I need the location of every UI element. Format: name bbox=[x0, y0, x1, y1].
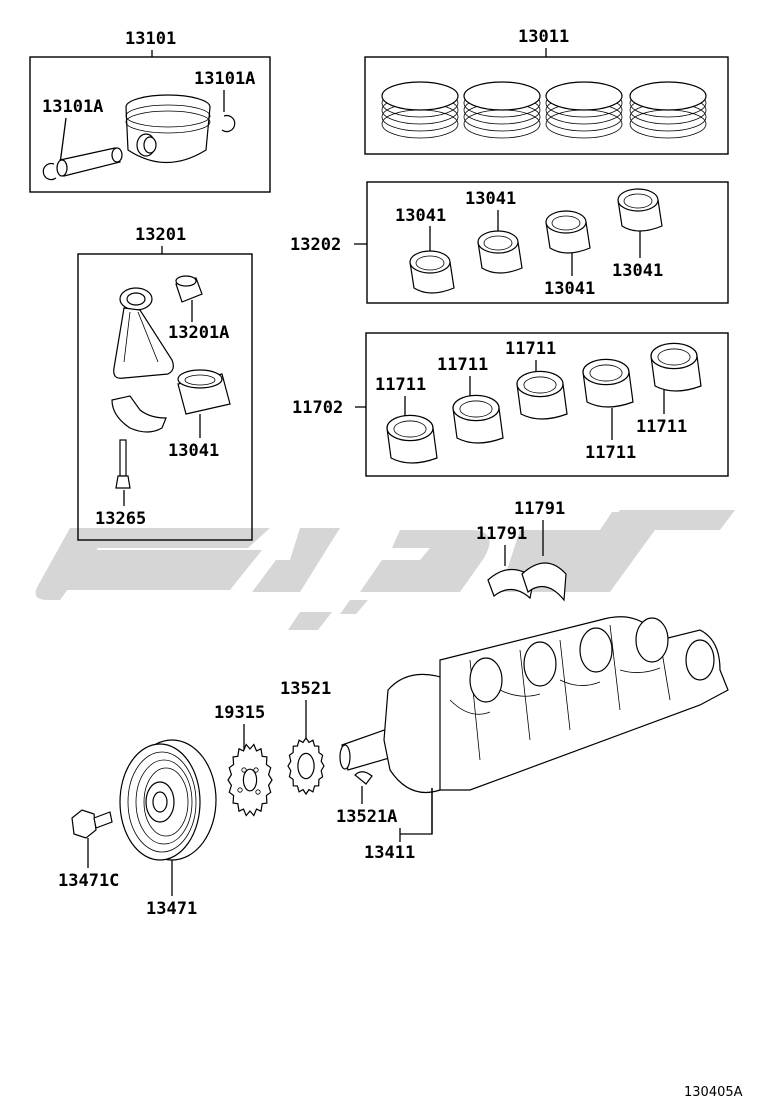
main-bearing-label-3[interactable]: 11711 bbox=[505, 339, 556, 359]
rod-bearing-group: 13202 13041 13041 13041 13041 bbox=[290, 181, 729, 304]
crank-gear-label[interactable]: 13521 bbox=[280, 679, 331, 699]
thrust-washer-label-1[interactable]: 11791 bbox=[476, 524, 527, 544]
piston-pin-drawing bbox=[56, 147, 123, 177]
rod-bearing-label-2[interactable]: 13041 bbox=[465, 189, 516, 209]
main-bearing-1 bbox=[386, 414, 438, 464]
conrod-drawing bbox=[111, 287, 174, 433]
ring-set-group: 13011 bbox=[364, 27, 729, 155]
main-bearing-2 bbox=[452, 394, 504, 444]
rod-bearings-drawing bbox=[409, 188, 663, 294]
conrod-bushing-label[interactable]: 13201A bbox=[168, 323, 229, 343]
ring-stack-3 bbox=[545, 81, 623, 139]
pulley-drawing bbox=[119, 739, 217, 861]
pulley-bolt-drawing bbox=[71, 809, 113, 839]
conrod-bolt-label[interactable]: 13265 bbox=[95, 509, 146, 529]
ring-set-box bbox=[364, 56, 729, 155]
piston-set-label[interactable]: 13101 bbox=[125, 29, 176, 49]
clip-icon-left bbox=[42, 162, 57, 181]
main-bearing-4 bbox=[582, 358, 634, 408]
piston-rings-drawing bbox=[381, 81, 707, 139]
conrod-bolt-drawing bbox=[115, 439, 131, 489]
conrod-bushing-drawing bbox=[175, 275, 203, 303]
crankshaft-label[interactable]: 13411 bbox=[364, 843, 415, 863]
piston-pin-clip-label-left[interactable]: 13101A bbox=[42, 97, 103, 117]
main-bearing-group-label[interactable]: 11702 bbox=[292, 398, 343, 418]
main-bearings-drawing bbox=[386, 342, 702, 464]
thrust-washer-group: 11791 11791 bbox=[476, 499, 567, 602]
rod-bearing-label-4[interactable]: 13041 bbox=[612, 261, 663, 281]
rod-bearing-label-1[interactable]: 13041 bbox=[395, 206, 446, 226]
main-bearing-5 bbox=[650, 342, 702, 392]
conrod-set-label[interactable]: 13201 bbox=[135, 225, 186, 245]
thrust-washer-2-icon bbox=[521, 562, 567, 602]
conrod-group: 13201 13201A 13041 13265 bbox=[77, 225, 253, 541]
clip-icon-right bbox=[221, 114, 236, 133]
rod-bearing-4 bbox=[617, 188, 663, 232]
pulley-bolt-label[interactable]: 13471C bbox=[58, 871, 119, 891]
piston-drawing bbox=[125, 94, 211, 164]
main-bearing-3 bbox=[516, 370, 568, 420]
main-bearing-label-2[interactable]: 11711 bbox=[437, 355, 488, 375]
main-bearing-box bbox=[365, 332, 729, 477]
timing-rotor-label[interactable]: 19315 bbox=[214, 703, 265, 723]
ring-set-label[interactable]: 13011 bbox=[518, 27, 569, 47]
ring-stack-1 bbox=[381, 81, 459, 139]
conrod-set-box bbox=[77, 253, 253, 541]
main-bearing-label-1[interactable]: 11711 bbox=[375, 375, 426, 395]
piston-pin-clip-label-right[interactable]: 13101A bbox=[194, 69, 255, 89]
crankshaft-drawing bbox=[339, 616, 729, 794]
ring-stack-4 bbox=[629, 81, 707, 139]
piston-set-box bbox=[29, 56, 271, 193]
main-bearing-label-5[interactable]: 11711 bbox=[636, 417, 687, 437]
crank-gear-drawing bbox=[287, 736, 325, 796]
diagram-code: 130405A bbox=[684, 1085, 743, 1100]
rod-bearing-1 bbox=[409, 250, 455, 294]
crank-key-icon bbox=[354, 771, 373, 785]
rod-bearing-3 bbox=[545, 210, 591, 254]
conrod-bearing-drawing bbox=[177, 369, 231, 415]
main-bearing-group: 11702 11711 11711 11711 11711 11711 bbox=[292, 332, 729, 477]
timing-rotor-drawing bbox=[227, 743, 273, 817]
rod-bearing-2 bbox=[477, 230, 523, 274]
piston-set-group: 13101 13101A 13101A bbox=[29, 29, 271, 193]
rod-bearing-box bbox=[366, 181, 729, 304]
thrust-washer-label-2[interactable]: 11791 bbox=[514, 499, 565, 519]
conrod-bearing-label[interactable]: 13041 bbox=[168, 441, 219, 461]
pulley-label[interactable]: 13471 bbox=[146, 899, 197, 919]
crank-key-label[interactable]: 13521A bbox=[336, 807, 397, 827]
ring-stack-2 bbox=[463, 81, 541, 139]
main-bearing-label-4[interactable]: 11711 bbox=[585, 443, 636, 463]
rod-bearing-group-label[interactable]: 13202 bbox=[290, 235, 341, 255]
rod-bearing-label-3[interactable]: 13041 bbox=[544, 279, 595, 299]
